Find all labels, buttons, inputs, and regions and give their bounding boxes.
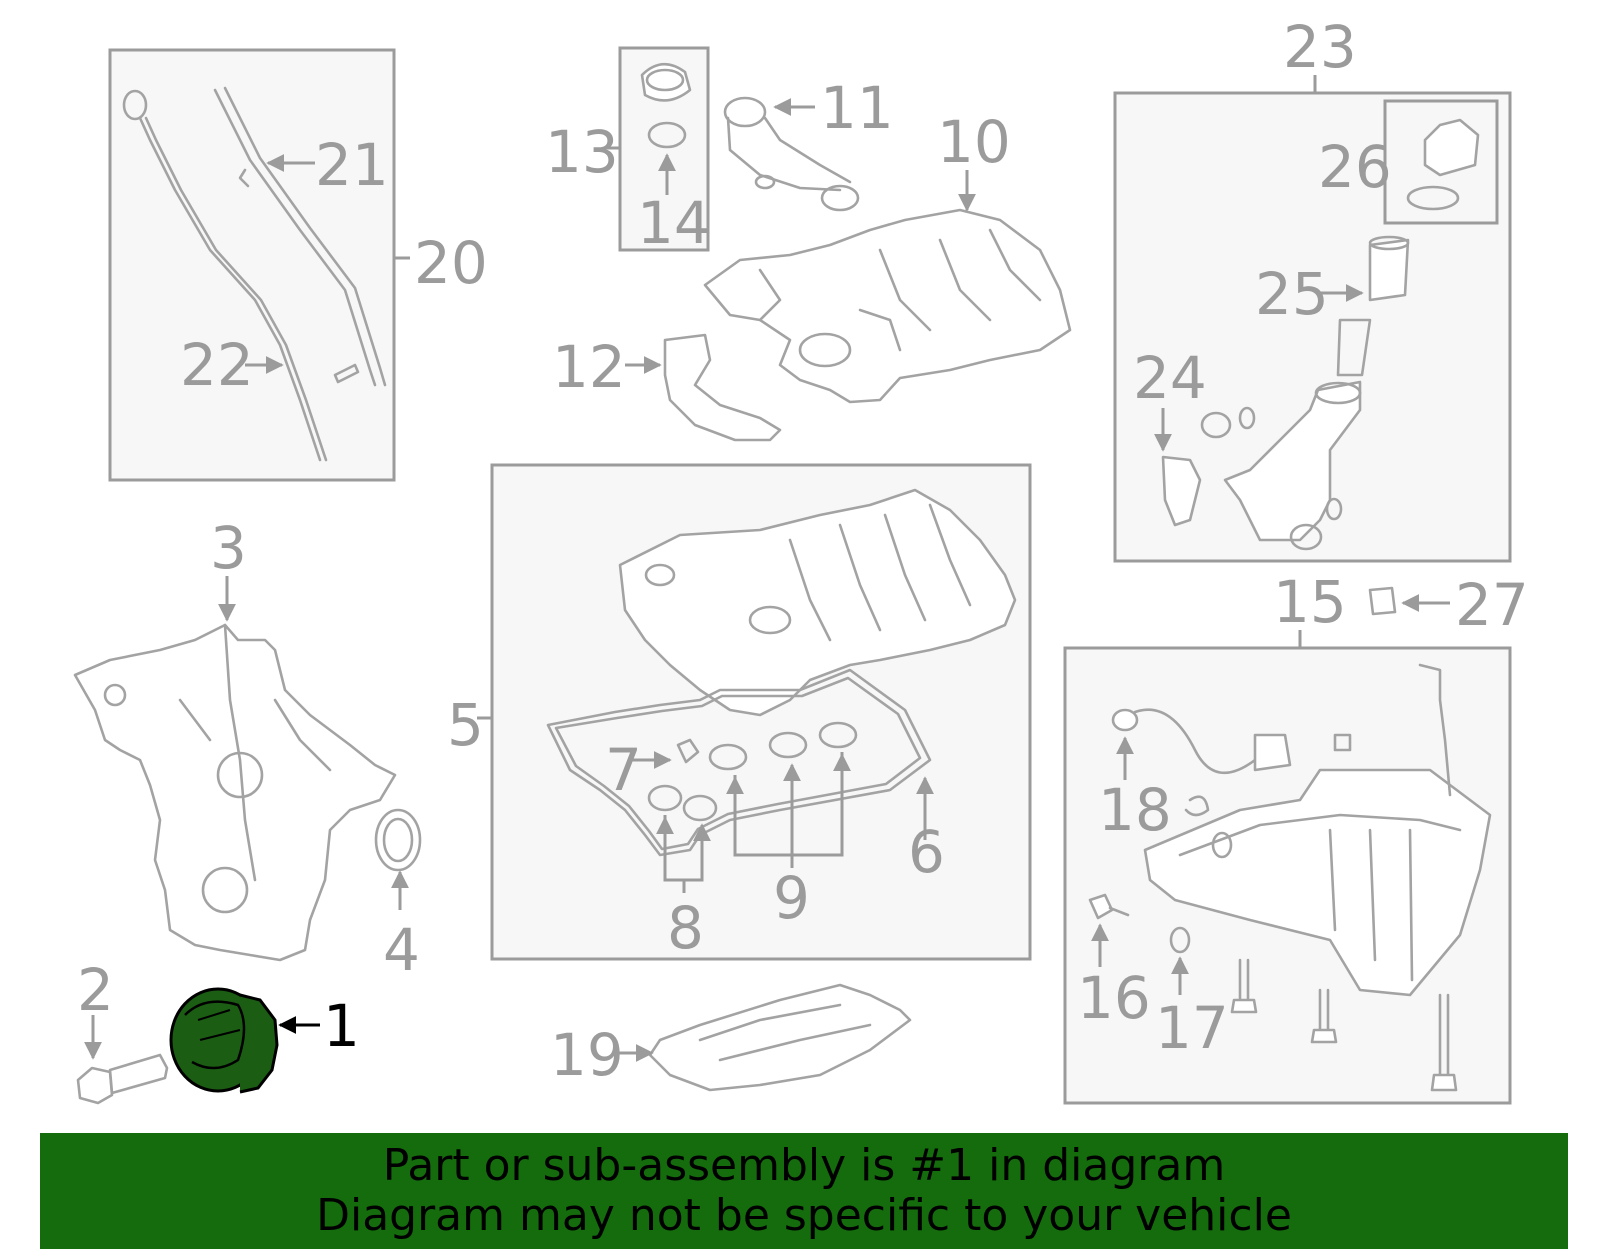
part-clip xyxy=(1184,795,1210,817)
part-9-seals xyxy=(708,721,858,771)
part-26-filter-cap xyxy=(1406,118,1480,211)
callout-24: 24 xyxy=(1133,344,1207,412)
callout-22: 22 xyxy=(180,331,254,399)
callout-1: 1 xyxy=(323,992,360,1060)
callout-5: 5 xyxy=(447,691,484,759)
part-27-sensor xyxy=(1368,586,1397,616)
part-8-seals xyxy=(647,784,718,822)
callout-3: 3 xyxy=(210,514,247,582)
part-3-timing-cover xyxy=(73,623,397,962)
part-dipstick-tube-small xyxy=(1418,663,1452,797)
part-17-drain-washer xyxy=(1169,926,1191,954)
part-13-oil-cap xyxy=(640,62,692,102)
callout-17: 17 xyxy=(1155,994,1229,1062)
part-25-filter-element xyxy=(1368,235,1410,302)
part-14-cap-seal xyxy=(647,121,687,149)
callout-11: 11 xyxy=(820,74,894,142)
callout-6: 6 xyxy=(908,818,945,886)
callout-21: 21 xyxy=(315,131,389,199)
callout-23: 23 xyxy=(1283,13,1357,81)
callout-2: 2 xyxy=(77,956,114,1024)
callout-27: 27 xyxy=(1455,571,1529,639)
part-21-dipstick-tube xyxy=(213,86,387,387)
part-intake-manifold xyxy=(618,488,1017,717)
part-oil-filter-housing xyxy=(1200,318,1372,551)
callout-14: 14 xyxy=(637,189,711,257)
callout-9: 9 xyxy=(773,864,810,932)
callout-15: 15 xyxy=(1273,568,1347,636)
callout-26: 26 xyxy=(1318,133,1392,201)
callout-7: 7 xyxy=(605,736,642,804)
callout-20: 20 xyxy=(414,229,488,297)
banner-line-disclaimer: Diagram may not be specific to your vehi… xyxy=(316,1190,1292,1241)
callout-16: 16 xyxy=(1077,964,1151,1032)
part-19-cover-plate xyxy=(648,983,912,1092)
part-24-gasket xyxy=(1161,455,1202,527)
callout-25: 25 xyxy=(1255,260,1329,328)
part-pan-bolts xyxy=(1230,958,1458,1092)
part-4-crank-seal xyxy=(374,808,422,872)
box-dipstick-group xyxy=(108,48,396,482)
part-7-plug xyxy=(676,738,700,764)
part-2-crank-bolt xyxy=(76,1053,169,1105)
part-11-filler-neck xyxy=(723,96,860,212)
callout-4: 4 xyxy=(383,916,420,984)
part-oil-pan xyxy=(1143,768,1492,997)
banner-line-part-number: Part or sub-assembly is #1 in diagram xyxy=(382,1140,1226,1191)
part-12-bracket xyxy=(663,333,782,442)
callout-10: 10 xyxy=(937,108,1011,176)
callout-18: 18 xyxy=(1098,776,1172,844)
part-10-valve-cover xyxy=(703,208,1072,404)
callout-8: 8 xyxy=(667,894,704,962)
part-16-drain-plug xyxy=(1088,893,1130,920)
part-6-manifold-gasket xyxy=(546,668,932,857)
part-18-sensor-harness xyxy=(1111,708,1352,775)
info-banner: Part or sub-assembly is #1 in diagram Di… xyxy=(40,1133,1568,1249)
part-22-dipstick xyxy=(122,89,328,462)
callout-13: 13 xyxy=(545,118,619,186)
callout-12: 12 xyxy=(552,333,626,401)
part-1-harmonic-balancer xyxy=(169,987,279,1094)
callout-19: 19 xyxy=(550,1021,624,1089)
